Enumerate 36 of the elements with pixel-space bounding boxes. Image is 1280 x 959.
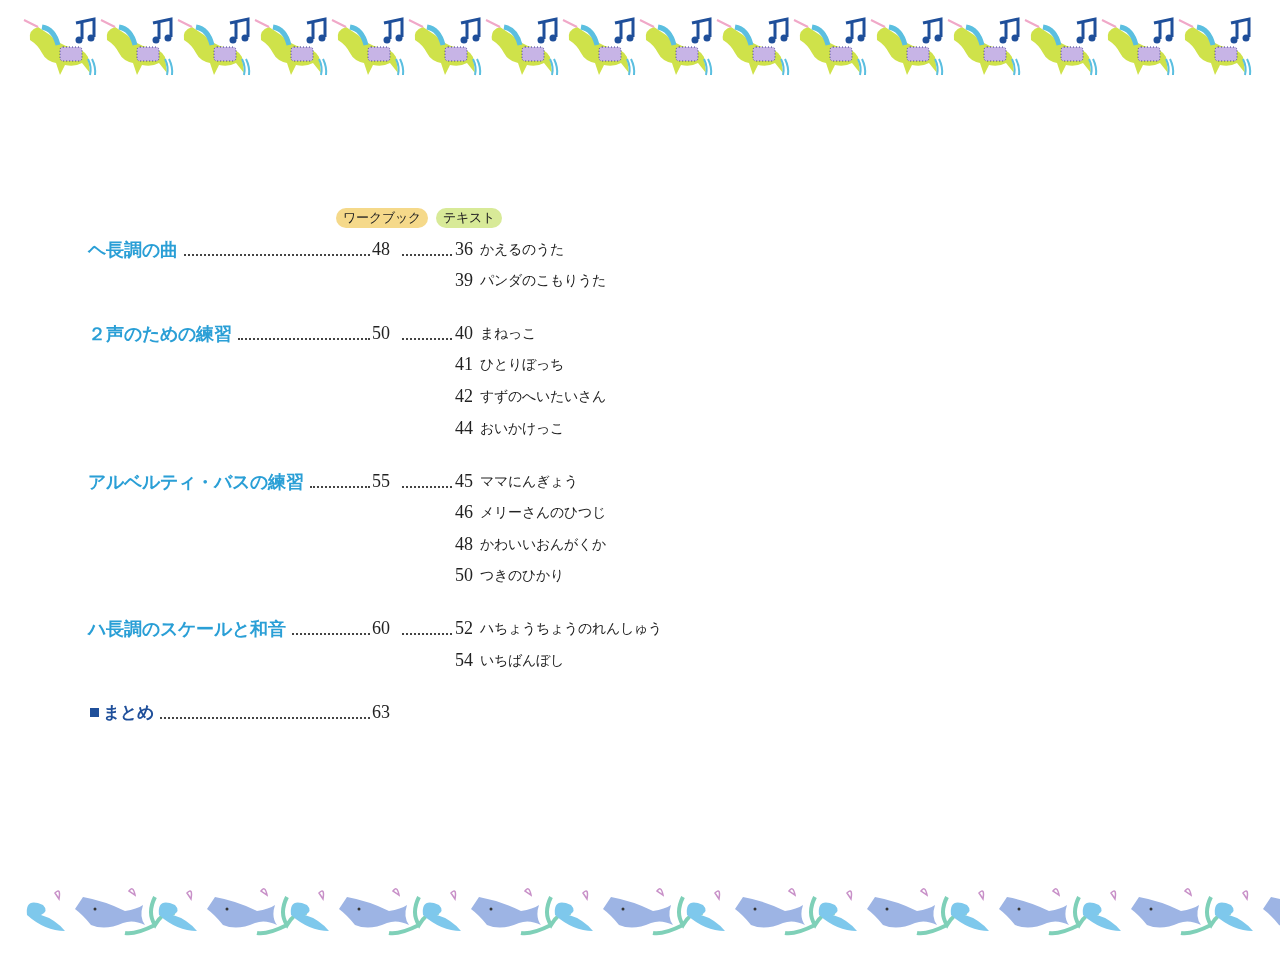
- text-page-number: 48: [455, 534, 473, 555]
- section-heading: アルベルティ・バスの練習: [88, 470, 304, 494]
- song-title: パンダのこもりうた: [480, 272, 606, 290]
- workbook-page-number: 60: [372, 618, 390, 639]
- workbook-page-number: 50: [372, 323, 390, 344]
- song-title: ママにんぎょう: [480, 473, 578, 491]
- text-page-number: 44: [455, 418, 473, 439]
- text-page-number: 50: [455, 565, 473, 586]
- song-title: かわいいおんがくか: [480, 536, 606, 554]
- song-title: まねっこ: [480, 325, 536, 343]
- section-heading: ２声のための練習: [88, 322, 232, 346]
- song-title: メリーさんのひつじ: [480, 504, 606, 522]
- text-page-number: 45: [455, 471, 473, 492]
- section-heading: ヘ長調の曲: [88, 238, 178, 262]
- text-page-number: 54: [455, 650, 473, 671]
- song-title: かえるのうた: [480, 241, 564, 259]
- song-title: おいかけっこ: [480, 420, 564, 438]
- text-page-number: 52: [455, 618, 473, 639]
- song-title: すずのへいたいさん: [480, 388, 606, 406]
- text-page-number: 41: [455, 354, 473, 375]
- text-page-number: 46: [455, 502, 473, 523]
- column-header-tag: ワークブック: [336, 208, 428, 228]
- song-title: つきのひかり: [480, 567, 564, 585]
- text-page-number: 36: [455, 239, 473, 260]
- workbook-page-number: 48: [372, 239, 390, 260]
- text-page-number: 39: [455, 270, 473, 291]
- column-header-tag: テキスト: [436, 208, 502, 228]
- workbook-page-number: 63: [372, 702, 390, 723]
- workbook-page-number: 55: [372, 471, 390, 492]
- section-heading: まとめ: [103, 701, 154, 724]
- section-heading: ハ長調のスケールと和音: [88, 617, 286, 641]
- text-page-number: 42: [455, 386, 473, 407]
- text-page-number: 40: [455, 323, 473, 344]
- song-title: ハちょうちょうのれんしゅう: [480, 620, 662, 638]
- song-title: いちばんぼし: [480, 652, 564, 670]
- song-title: ひとりぼっち: [480, 356, 564, 374]
